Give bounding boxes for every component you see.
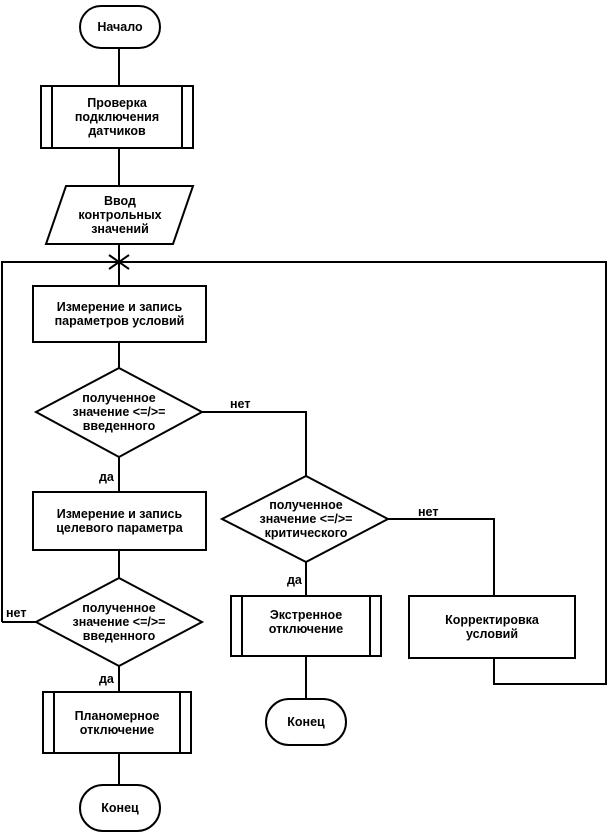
planned-shutdown-inner-bars (53, 692, 181, 753)
check-sensors-process (40, 85, 194, 149)
correct-conditions-label: Корректировка условий (445, 613, 539, 641)
check-sensors-label: Проверка подключения датчиков (74, 96, 160, 138)
emergency-shutdown-inner-bars (241, 596, 371, 656)
start-label: Начало (97, 20, 143, 34)
start-terminator (79, 5, 161, 49)
end-left-label: Конец (101, 801, 139, 815)
decision2-diamond (33, 576, 205, 668)
emergency-shutdown-label: Экстренное отключение (268, 608, 344, 636)
decision2-label: полученное значение <=/>= введенного (72, 601, 166, 643)
connector-decision1-no (202, 411, 307, 476)
decision1-diamond (33, 366, 205, 459)
decision1-yes-label: да (99, 470, 114, 484)
check-sensors-inner-bars (51, 86, 183, 148)
decision1-no-label: нет (230, 397, 251, 411)
measure-target-label: Измерение и запись целевого параметра (56, 507, 183, 535)
planned-shutdown-label: Планомерное отключение (74, 708, 160, 737)
loop-junction-cross (108, 254, 130, 270)
decision1-label: полученное значение <=/>= введенного (72, 391, 166, 433)
critical-decision-label: полученное значение <=/>= критического (259, 498, 353, 540)
end-left-terminator (79, 784, 161, 832)
critical-decision-diamond (219, 474, 391, 564)
measure-conditions-label: Измерение и запись параметров условий (54, 300, 185, 328)
measure-conditions-process (32, 285, 207, 343)
decision2-yes-label: да (99, 672, 114, 686)
planned-shutdown-process (42, 691, 192, 754)
loop-return-line (1, 261, 607, 685)
input-values-label: Ввод контрольных значений (78, 194, 162, 236)
critical-no-label: нет (418, 505, 439, 519)
measure-target-process (32, 491, 207, 551)
critical-yes-label: да (287, 573, 302, 587)
end-middle-terminator (265, 698, 347, 746)
emergency-shutdown-process (230, 595, 382, 657)
connector-critical-no (388, 518, 495, 596)
input-values-io (44, 185, 195, 245)
decision2-no-label: нет (6, 606, 27, 620)
correct-conditions-process (408, 595, 576, 659)
end-middle-label: Конец (287, 715, 325, 729)
